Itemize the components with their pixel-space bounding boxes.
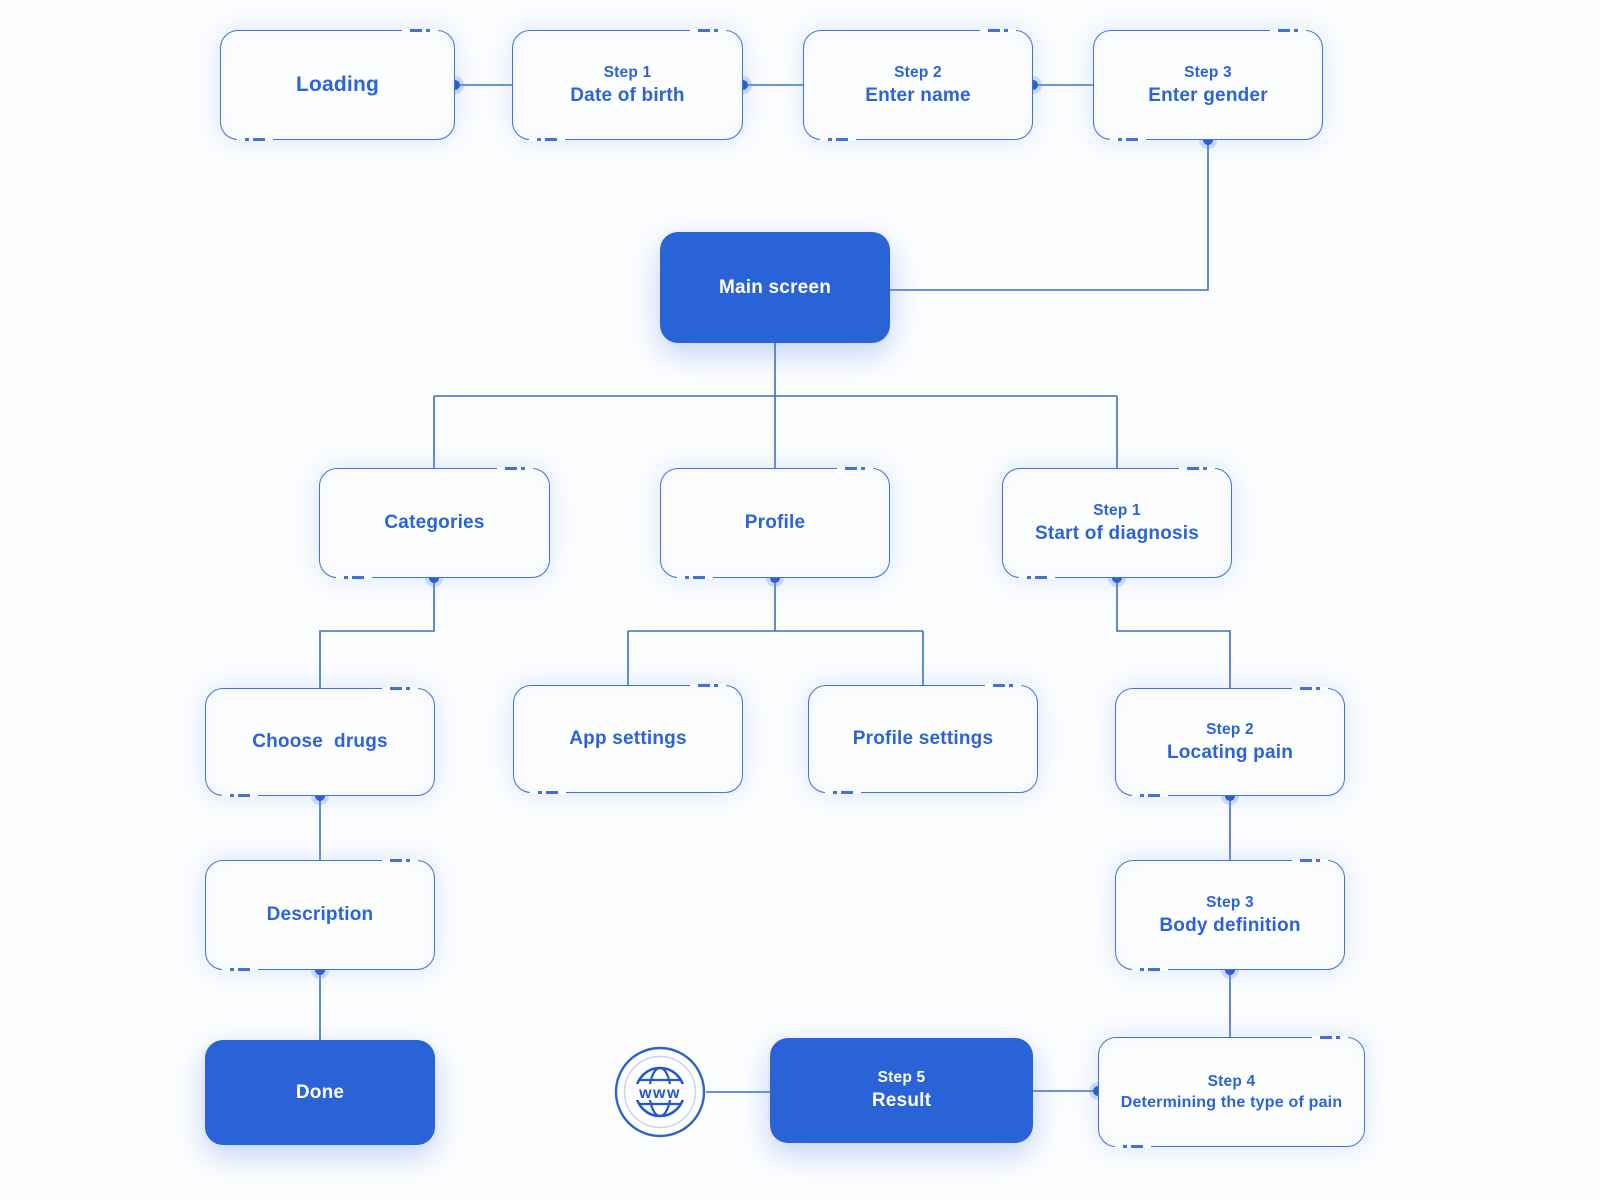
node-step2-enter-name[interactable]: Step 2 Enter name	[803, 29, 1033, 141]
border-dash-top-right	[1270, 29, 1306, 33]
border-dash-top-right	[837, 467, 873, 471]
border-dash-top-right	[1312, 1036, 1348, 1040]
border-dash-bottom-left	[1115, 1144, 1151, 1148]
node-label: Description	[266, 904, 374, 925]
node-categories[interactable]: Categories	[319, 467, 550, 579]
node-done[interactable]: Done	[205, 1040, 435, 1145]
node-step2-locating-pain[interactable]: Step 2 Locating pain	[1115, 687, 1345, 797]
border-dash-bottom-left	[529, 137, 565, 141]
border-dash-bottom-left	[1019, 575, 1055, 579]
node-step-label: Step 2	[894, 63, 942, 81]
border-dash-top-right	[985, 684, 1021, 688]
border-dash-bottom-left	[1132, 793, 1168, 797]
node-description[interactable]: Description	[205, 859, 435, 971]
www-globe-icon[interactable]: www	[612, 1044, 708, 1140]
border-dash-top-right	[402, 29, 438, 33]
border-dash-top-right	[690, 684, 726, 688]
border-dash-top-right	[382, 687, 418, 691]
node-step-label: Step 1	[603, 63, 652, 81]
node-label: Determining the type of pain	[1120, 1093, 1343, 1111]
border-dash-bottom-left	[530, 790, 566, 794]
node-step1-start-of-diagnosis[interactable]: Step 1 Start of diagnosis	[1002, 467, 1232, 579]
node-label: App settings	[569, 728, 687, 749]
node-step-label: Step 4	[1207, 1072, 1256, 1090]
border-dash-bottom-left	[677, 575, 713, 579]
node-loading[interactable]: Loading	[220, 29, 455, 141]
node-label: Start of diagnosis	[1034, 522, 1200, 544]
edge-diagnosis-locatingpain	[1116, 578, 1231, 688]
node-step3-body-definition[interactable]: Step 3 Body definition	[1115, 859, 1345, 971]
node-step1-date-of-birth[interactable]: Step 1 Date of birth	[512, 29, 743, 141]
node-label: Choose drugs	[252, 731, 388, 752]
node-label: Locating pain	[1166, 741, 1294, 763]
node-step4-determining-pain-type[interactable]: Step 4 Determining the type of pain	[1098, 1036, 1365, 1148]
node-label: Profile settings	[852, 728, 994, 749]
border-dash-top-right	[497, 467, 533, 471]
border-dash-top-right	[1292, 687, 1328, 691]
node-step-label: Step 3	[1184, 63, 1232, 81]
border-dash-top-right	[382, 859, 418, 863]
node-step3-enter-gender[interactable]: Step 3 Enter gender	[1093, 29, 1323, 141]
node-step-label: Step 3	[1206, 893, 1254, 911]
node-label: Enter gender	[1148, 84, 1268, 106]
border-dash-bottom-left	[820, 137, 856, 141]
border-dash-top-right	[690, 29, 726, 33]
border-dash-top-right	[1179, 467, 1215, 471]
connector-dots	[311, 76, 1239, 1100]
node-choose-drugs[interactable]: Choose drugs	[205, 687, 435, 797]
border-dash-bottom-left	[1132, 967, 1168, 971]
node-step-label: Step 5	[877, 1069, 926, 1086]
node-label: Enter name	[865, 84, 971, 106]
border-dash-top-right	[1292, 859, 1328, 863]
node-label: Profile	[744, 512, 806, 533]
edge-step3-mainscreen	[890, 140, 1209, 291]
node-app-settings[interactable]: App settings	[513, 684, 743, 794]
node-label: Main screen	[718, 276, 832, 298]
border-dash-bottom-left	[222, 967, 258, 971]
border-dash-bottom-left	[222, 793, 258, 797]
node-label: Done	[295, 1081, 345, 1103]
node-main-screen[interactable]: Main screen	[660, 232, 890, 343]
node-label: Body definition	[1159, 914, 1301, 936]
www-label: www	[638, 1085, 681, 1102]
border-dash-bottom-left	[825, 790, 861, 794]
node-step-label: Step 2	[1206, 720, 1254, 738]
node-profile-settings[interactable]: Profile settings	[808, 684, 1038, 794]
node-label: Loading	[295, 73, 380, 96]
node-label: Result	[871, 1090, 932, 1111]
border-dash-top-right	[980, 29, 1016, 33]
node-label: Categories	[384, 512, 485, 533]
node-step-label: Step 1	[1093, 501, 1141, 519]
node-label: Date of birth	[570, 84, 685, 106]
border-dash-bottom-left	[336, 575, 372, 579]
edge-categories-choosedrugs	[319, 578, 435, 688]
node-profile[interactable]: Profile	[660, 467, 890, 579]
border-dash-bottom-left	[1110, 137, 1146, 141]
edge-mainscreen-children	[433, 343, 1118, 468]
node-step5-result[interactable]: Step 5 Result	[770, 1038, 1033, 1143]
border-dash-bottom-left	[237, 137, 273, 141]
edge-profile-children	[627, 578, 924, 685]
